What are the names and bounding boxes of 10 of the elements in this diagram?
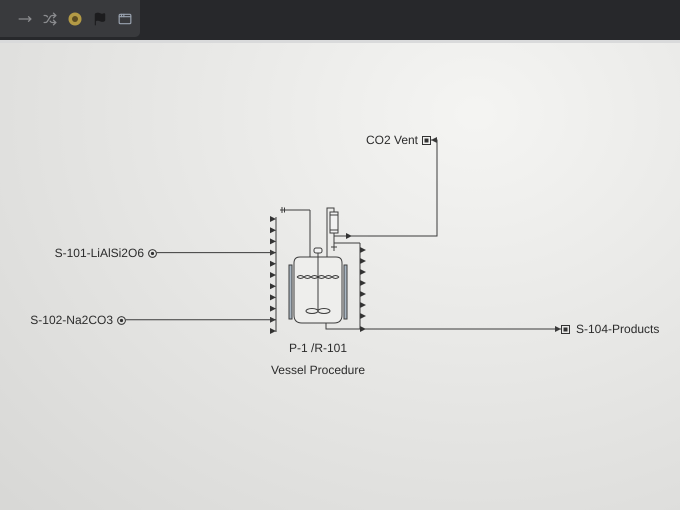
- stream-label: S-102-Na2CO3: [30, 312, 113, 328]
- flow-arrow: [126, 316, 276, 323]
- stream-label: S-101-LiAlSi2O6: [54, 245, 144, 261]
- stream-label: CO2 Vent: [366, 132, 418, 148]
- unit-tag: P-1 /R-101: [288, 341, 348, 355]
- flow-arrow: [368, 137, 438, 236]
- flow-arrow: [368, 326, 562, 332]
- stream-label: S-104-Products: [576, 321, 660, 337]
- flow-arrow: [156, 250, 276, 256]
- procedure-label: Vessel Procedure: [270, 363, 366, 377]
